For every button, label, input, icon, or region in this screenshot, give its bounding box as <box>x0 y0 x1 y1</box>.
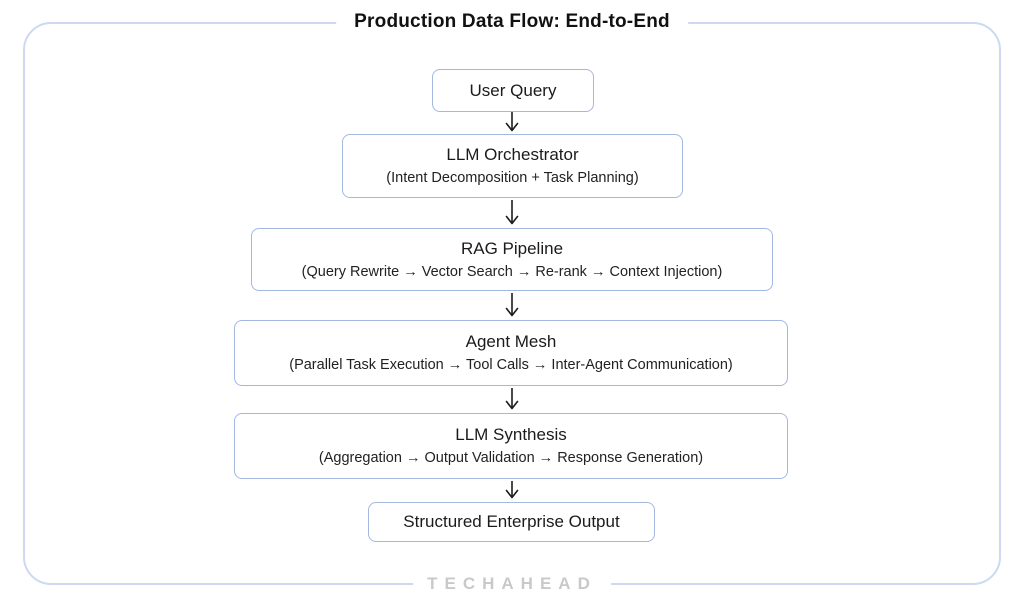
down-arrow-icon <box>505 481 519 499</box>
flow-node-structured-enterprise-output: Structured Enterprise Output <box>368 502 655 542</box>
node-subtitle: (Parallel Task Execution → Tool Calls → … <box>289 357 733 374</box>
diagram-title: Production Data Flow: End-to-End <box>336 11 688 33</box>
node-subtitle: (Intent Decomposition + Task Planning) <box>386 170 639 187</box>
down-arrow-icon <box>505 112 519 132</box>
node-title: LLM Orchestrator <box>446 145 579 165</box>
down-arrow-icon <box>505 200 519 225</box>
flow-node-user-query: User Query <box>432 69 594 112</box>
node-subtitle: (Aggregation → Output Validation → Respo… <box>318 450 704 467</box>
node-title: Agent Mesh <box>465 332 557 352</box>
node-subtitle: (Query Rewrite → Vector Search → Re-rank… <box>301 263 723 280</box>
node-title: RAG Pipeline <box>460 238 564 258</box>
flow-node-agent-mesh: Agent Mesh (Parallel Task Execution → To… <box>234 320 788 386</box>
techahead-logo: TECHAHEAD <box>413 574 611 594</box>
node-title: User Query <box>469 80 557 100</box>
flow-node-llm-orchestrator: LLM Orchestrator (Intent Decomposition +… <box>342 134 683 198</box>
node-title: LLM Synthesis <box>455 425 567 445</box>
flow-node-llm-synthesis: LLM Synthesis (Aggregation → Output Vali… <box>234 413 788 479</box>
down-arrow-icon <box>505 388 519 410</box>
flow-node-rag-pipeline: RAG Pipeline (Query Rewrite → Vector Sea… <box>251 228 773 291</box>
down-arrow-icon <box>505 293 519 317</box>
node-title: Structured Enterprise Output <box>403 512 620 532</box>
